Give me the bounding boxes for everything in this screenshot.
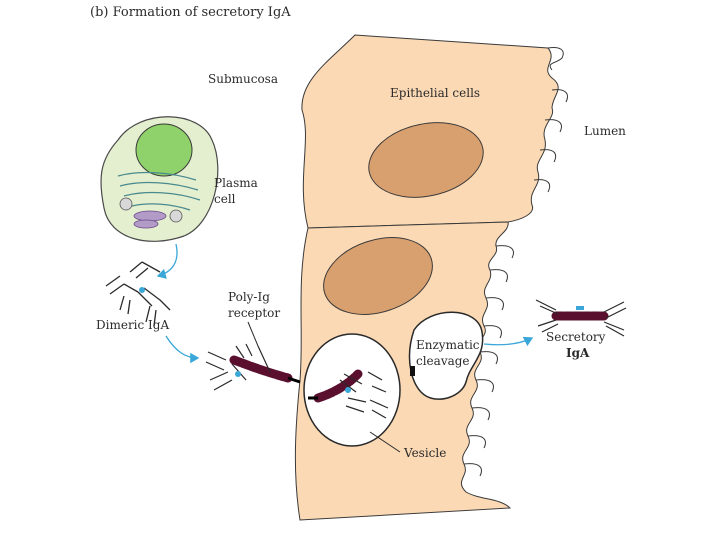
plasma-cell-label-line2: cell [214, 192, 236, 206]
secretory-iga-label-line2: IgA [566, 346, 590, 360]
release-arrow [483, 336, 534, 347]
cleavage-site [410, 366, 415, 376]
plasma-cell-nucleus [135, 123, 193, 177]
microvilli-upper [533, 47, 568, 193]
plasma-to-dimer-arrow [156, 243, 178, 279]
poly-ig-receptor-label-line2: receptor [228, 306, 281, 320]
dimeric-iga [105, 261, 171, 327]
golgi-apparatus [119, 197, 183, 229]
poly-ig-receptor-label-line1: Poly-Ig [228, 290, 270, 304]
epithelial-cells-label: Epithelial cells [390, 86, 481, 100]
poly-ig-pointer [247, 321, 259, 347]
dimeric-iga-label: Dimeric IgA [96, 318, 170, 332]
endoplasmic-reticulum [117, 171, 201, 211]
receptor-bound-iga [205, 343, 301, 391]
vesicle-label: Vesicle [404, 446, 447, 460]
enzymatic-cleavage-label-line2: cleavage [416, 354, 470, 368]
microvilli-lower [463, 245, 514, 477]
secretory-iga-label-line1: Secretory [546, 330, 606, 344]
cleavage-vesicle [408, 311, 484, 400]
epithelial-nucleus-upper [368, 122, 484, 198]
dimer-to-receptor-arrow [165, 335, 200, 364]
submucosa-label: Submucosa [208, 72, 278, 86]
plasma-cell-label-line1: Plasma [214, 176, 258, 190]
enzymatic-cleavage-label-line1: Enzymatic [416, 338, 480, 352]
vesicle-iga [308, 369, 389, 419]
vesicle [303, 333, 401, 447]
epithelial-nucleus-lower [323, 237, 433, 315]
figure-title: (b) Formation of secretory IgA [90, 5, 291, 20]
lumen-label: Lumen [584, 124, 626, 138]
vesicle-pointer [369, 431, 401, 453]
secretory-iga [535, 299, 627, 337]
